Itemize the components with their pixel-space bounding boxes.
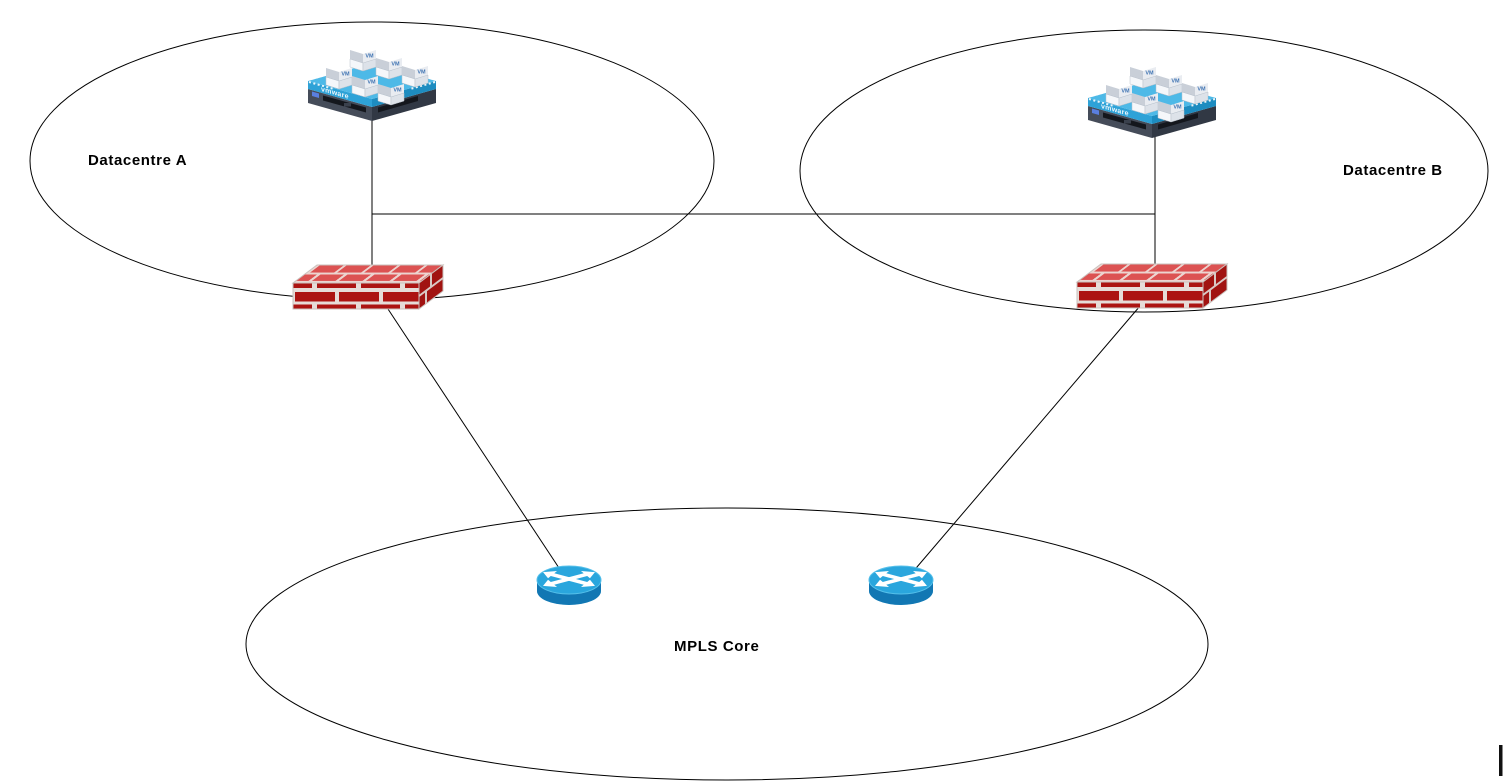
mpls-core-ellipse[interactable] (245, 507, 1209, 781)
link-firewall-a-router-1 (385, 305, 562, 572)
screen-edge-artifact (1499, 745, 1503, 776)
datacentre-b-ellipse[interactable] (799, 29, 1489, 313)
firewall-b-icon[interactable] (1076, 263, 1228, 309)
vmware-host-b-icon[interactable] (1088, 67, 1216, 138)
firewall-a-icon[interactable] (292, 264, 444, 310)
link-firewall-b-router-2 (910, 305, 1141, 575)
label-datacentre-b: Datacentre B (1343, 162, 1443, 179)
router-1-icon[interactable] (537, 566, 601, 605)
label-datacentre-a: Datacentre A (88, 152, 187, 169)
vmware-host-a-icon[interactable] (308, 50, 436, 121)
router-2-icon[interactable] (869, 566, 933, 605)
label-mpls-core: MPLS Core (674, 638, 759, 655)
